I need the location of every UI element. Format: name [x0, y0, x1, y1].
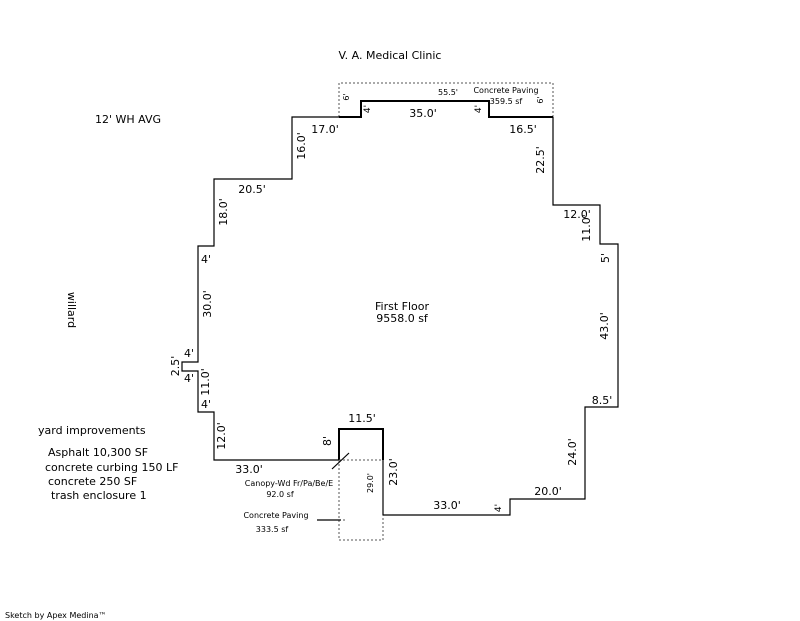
page-title: V. A. Medical Clinic: [339, 49, 442, 62]
dim-left-top: 16.0': [295, 132, 308, 160]
dim-bottom-step: 4': [494, 504, 504, 512]
dim-top-right: 16.5': [509, 123, 537, 136]
top-paving-depth-right: 6': [536, 96, 545, 103]
dim-right-upper: 22.5': [534, 146, 547, 174]
street-label: willard: [65, 292, 78, 328]
dim-top-left: 17.0': [311, 123, 339, 136]
dim-left-notch-top: 4': [184, 347, 194, 360]
bottom-paving-length: 29.0': [366, 473, 375, 493]
top-paving-area: 359.5 sf: [490, 97, 523, 106]
dim-right-lower: 24.0': [566, 438, 579, 466]
dim-top-middle: 35.0': [409, 107, 437, 120]
wall-height-note: 12' WH AVG: [95, 113, 161, 126]
top-paving-outline: [338, 82, 554, 117]
top-inset-wall: [339, 100, 553, 118]
floor-area: 9558.0 sf: [376, 312, 429, 325]
dim-right-step1: 12.0': [563, 208, 591, 221]
dim-right-step2: 5': [599, 253, 612, 263]
canopy-width: 11.5': [348, 412, 376, 425]
yard-item-concrete: concrete 250 SF: [48, 475, 137, 488]
canopy-leader-line: [331, 452, 350, 470]
top-paving-depth-left: 6': [342, 93, 351, 100]
yard-item-trash: trash enclosure 1: [51, 489, 147, 502]
dim-left-step2: 4': [201, 253, 211, 266]
dim-bottom-left: 33.0': [235, 463, 263, 476]
dim-left-long: 30.0': [201, 290, 214, 318]
dim-bottom-middle: 33.0': [433, 499, 461, 512]
dim-right-long: 43.0': [598, 312, 611, 340]
dim-left-notch: 2.5': [169, 356, 182, 377]
dim-left-v1: 11.0': [199, 368, 212, 396]
bottom-paving-area: 333.5 sf: [256, 525, 289, 534]
bottom-paving-name: Concrete Paving: [243, 511, 308, 520]
yard-item-curbing: concrete curbing 150 LF: [45, 461, 178, 474]
yard-item-asphalt: Asphalt 10,300 SF: [48, 446, 148, 459]
dim-canopy-side: 23.0': [387, 458, 400, 486]
footer-credit: Sketch by Apex Medina™: [5, 611, 107, 620]
top-paving-name: Concrete Paving: [473, 86, 538, 95]
building-outline-right: [383, 117, 619, 516]
dim-right-step3: 8.5': [592, 394, 613, 407]
dim-left-lower: 12.0': [215, 422, 228, 450]
dim-left-step1: 4': [201, 398, 211, 411]
dim-left-upper: 18.0': [217, 198, 230, 226]
bottom-paving-outline: [338, 460, 384, 541]
canopy-depth: 8': [321, 436, 334, 446]
canopy-outline: [338, 428, 384, 460]
dim-right-step1-v: 11.0': [580, 214, 593, 242]
dim-left-notch-bottom: 4': [184, 372, 194, 385]
floor-name: First Floor: [375, 300, 429, 313]
building-outline: [181, 116, 339, 461]
canopy-name: Canopy-Wd Fr/Pa/Be/E: [245, 479, 333, 488]
canopy-area: 92.0 sf: [266, 490, 294, 499]
dim-top-step1: 20.5': [238, 183, 266, 196]
top-paving-length: 55.5': [438, 88, 458, 97]
yard-heading: yard improvements: [38, 424, 146, 437]
dim-bottom-right: 20.0': [534, 485, 562, 498]
dim-top-inset-right: 4': [474, 105, 484, 113]
dim-top-inset-left: 4': [363, 105, 373, 113]
